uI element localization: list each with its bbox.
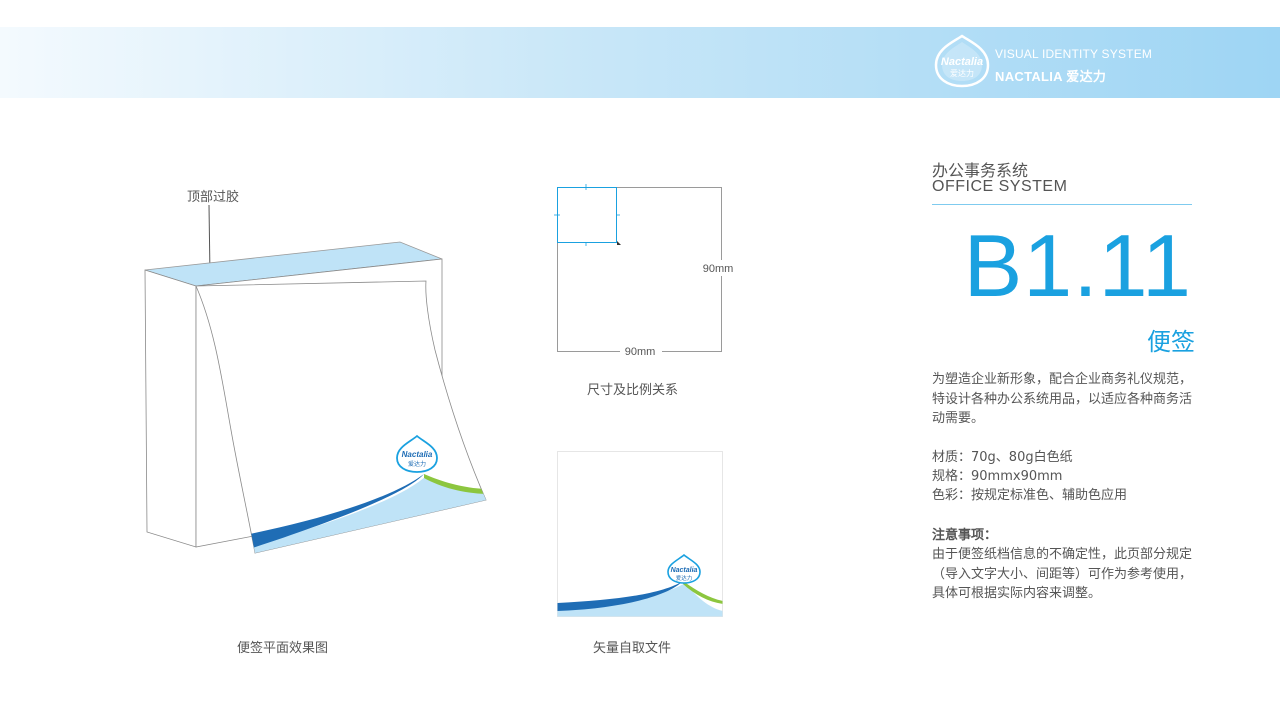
dimension-caption: 尺寸及比例关系 bbox=[587, 383, 679, 398]
section-divider bbox=[932, 204, 1192, 205]
section-title-cn: 办公事务系统 bbox=[932, 161, 1029, 180]
vector-caption: 矢量自取文件 bbox=[593, 641, 672, 656]
vector-blue-wave bbox=[557, 581, 683, 611]
vector-green-wave bbox=[683, 581, 723, 604]
svg-text:爱达力: 爱达力 bbox=[408, 460, 426, 468]
material-text: 材质：70g、80g白色纸 bbox=[932, 450, 1073, 465]
top-glue-label: 顶部过胶 bbox=[187, 190, 240, 205]
sticky-note-mockup: Nactalia 爱达力 bbox=[144, 204, 487, 554]
vector-note-outline bbox=[557, 451, 723, 617]
svg-text:爱达力: 爱达力 bbox=[950, 68, 974, 78]
svg-text:Nactalia: Nactalia bbox=[671, 567, 698, 574]
height-label: 90mm bbox=[703, 263, 734, 275]
width-label: 90mm bbox=[625, 346, 656, 358]
block-left-face bbox=[144, 269, 197, 548]
notice-title: 注意事项： bbox=[932, 528, 998, 543]
vector-preview: Nactalia 爱达力 bbox=[557, 451, 723, 617]
section-title-en: OFFICE SYSTEM bbox=[932, 178, 1068, 195]
spec-text: 规格：90mmx90mm bbox=[932, 469, 1063, 484]
dimension-diagram: 90mm 90mm bbox=[554, 184, 738, 359]
svg-text:Nactalia: Nactalia bbox=[402, 450, 433, 459]
sheet-logo: Nactalia 爱达力 bbox=[396, 434, 438, 473]
header-band bbox=[0, 27, 1280, 98]
sheet-blue-wave bbox=[240, 474, 424, 552]
note-outline bbox=[557, 187, 722, 352]
brand-name: NACTALIA 爱达力 bbox=[995, 69, 1107, 84]
item-title: 便签 bbox=[1147, 328, 1195, 356]
svg-text:爱达力: 爱达力 bbox=[676, 574, 693, 582]
system-title: VISUAL IDENTITY SYSTEM bbox=[995, 47, 1153, 61]
mockup-caption: 便签平面效果图 bbox=[237, 641, 329, 656]
notice-text: 由于便签纸档信息的不确定性，此页部分规定（导入文字大小、间距等）可作为参考使用，… bbox=[932, 547, 1193, 601]
color-text: 色彩：按规定标准色、辅助色应用 bbox=[932, 488, 1128, 503]
intro-text: 为塑造企业新形象，配合企业商务礼仪规范，特设计各种办公系统用品，以适应各种商务活… bbox=[932, 372, 1193, 426]
nactalia-logo: Nactalia 爱达力 bbox=[934, 34, 990, 88]
sheet-green-wave bbox=[424, 474, 486, 494]
page-code: B1.11 bbox=[963, 216, 1192, 315]
svg-text:Nactalia: Nactalia bbox=[941, 56, 983, 68]
vector-logo: Nactalia 爱达力 bbox=[667, 553, 701, 584]
